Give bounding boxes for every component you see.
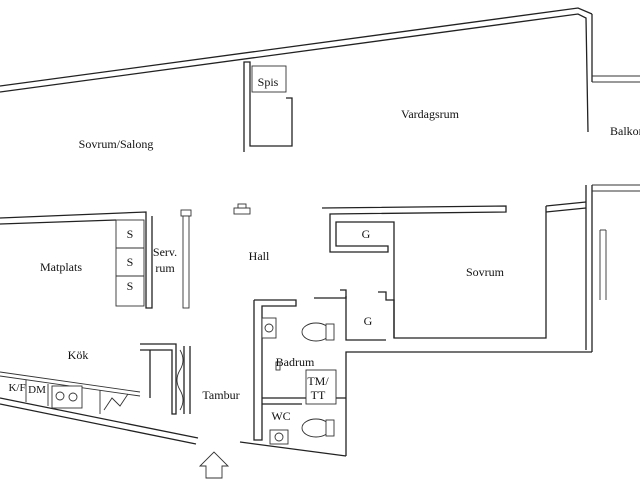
label-s-2: S (127, 255, 134, 269)
label-kok: Kök (68, 348, 89, 362)
label-spis: Spis (258, 75, 279, 89)
label-serv-2: rum (155, 261, 175, 275)
label-g-1: G (362, 227, 371, 241)
label-tambur: Tambur (202, 388, 239, 402)
stove-alcove (251, 65, 287, 93)
storage-closets (115, 219, 145, 307)
kitchen-sink (51, 385, 83, 409)
label-tm: TM/ (307, 374, 329, 388)
label-matplats: Matplats (40, 260, 82, 274)
label-vardagsrum: Vardagsrum (401, 107, 460, 121)
label-sovrum: Sovrum (466, 265, 505, 279)
label-dm: DM (28, 384, 46, 396)
room-labels: Spis Vardagsrum Balkong Sovrum/Salong Ha… (8, 75, 640, 423)
label-wc: WC (271, 409, 290, 423)
entrance-arrow (198, 451, 230, 479)
curtain (176, 349, 184, 411)
label-g-2: G (364, 314, 373, 328)
label-kf: K/F (8, 382, 25, 394)
label-hall: Hall (249, 249, 270, 263)
stove-symbol (103, 393, 129, 411)
outer-walls (0, 7, 640, 457)
label-balkong: Balkong (610, 124, 640, 138)
bath-fixtures (261, 317, 335, 445)
label-s-1: S (127, 227, 134, 241)
interior-walls (0, 61, 587, 441)
label-serv-1: Serv. (153, 245, 177, 259)
label-badrum: Badrum (276, 355, 315, 369)
label-s-3: S (127, 279, 134, 293)
label-sovrum-salong: Sovrum/Salong (79, 137, 154, 151)
washer-dryer-box (305, 369, 337, 405)
label-tt: TT (311, 388, 326, 402)
